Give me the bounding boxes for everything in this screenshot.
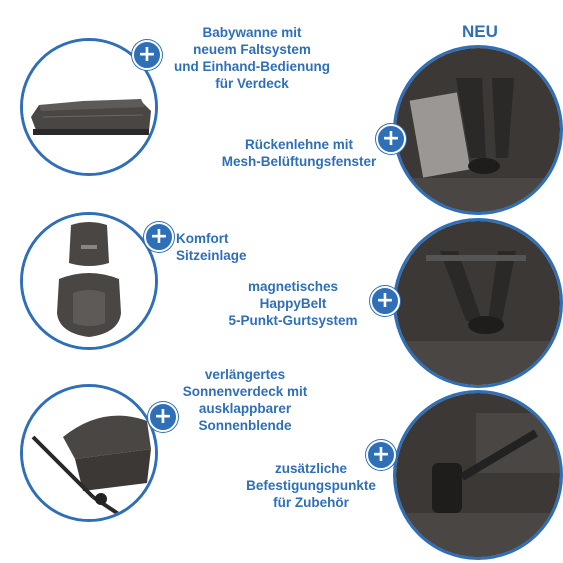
feature-label-seat-insert: Komfort Sitzeinlage (176, 231, 247, 263)
seat-insert-image (20, 212, 158, 350)
feature-label-harness: magnetisches HappyBelt 5-Punkt-Gurtsyste… (228, 279, 358, 328)
canopy-image (20, 384, 158, 522)
plus-icon: + (144, 222, 174, 252)
seat-insert-illustration (23, 215, 155, 347)
plus-icon: + (366, 440, 396, 470)
canopy-illustration (23, 387, 155, 519)
feature-label-backrest: Rückenlehne mit Mesh-Belüftungsfenster (221, 137, 377, 169)
feature-label-accessory-mount: zusätzliche Befestigungspunkte für Zubeh… (246, 461, 376, 510)
bassinet-illustration (23, 41, 155, 173)
accessory-mount-image (393, 390, 563, 560)
harness-illustration (396, 221, 560, 385)
accessory-mount-illustration (396, 393, 560, 557)
feature-label-canopy: verlängertes Sonnenverdeck mit ausklappb… (182, 367, 308, 433)
plus-icon: + (148, 402, 178, 432)
backrest-image (393, 45, 563, 215)
backrest-illustration (396, 48, 560, 212)
plus-icon: + (376, 124, 406, 154)
feature-label-bassinet: Babywanne mit neuem Faltsystem und Einha… (174, 25, 330, 91)
new-badge: NEU (462, 22, 498, 41)
plus-icon: + (132, 40, 162, 70)
harness-image (393, 218, 563, 388)
plus-icon: + (370, 286, 400, 316)
